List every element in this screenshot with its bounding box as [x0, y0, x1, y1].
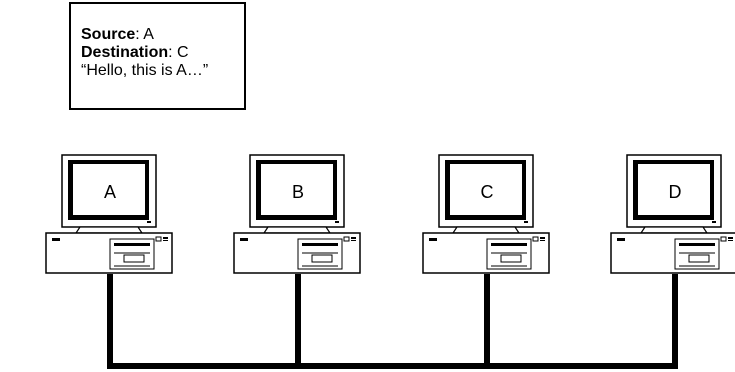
- button-icon: [163, 240, 168, 241]
- computer-b: B: [233, 154, 361, 274]
- source-line: Source: A: [81, 26, 244, 44]
- monitor-stand: [639, 226, 709, 234]
- floppy-slot-icon: [679, 243, 715, 246]
- cd-drive-icon: [311, 254, 333, 263]
- destination-label: Destination: [81, 44, 169, 61]
- power-light-icon: [712, 221, 716, 223]
- computer-c: C: [422, 154, 550, 274]
- indicator-icon: [429, 238, 437, 241]
- network-bus: [107, 274, 678, 369]
- button-icon: [540, 240, 545, 241]
- button-icon: [343, 236, 350, 242]
- button-icon: [728, 240, 733, 241]
- computer-d: D: [610, 154, 735, 274]
- destination-value: : C: [168, 44, 189, 61]
- cd-drive-icon: [500, 254, 522, 263]
- message-body: “Hello, this is A…”: [81, 62, 209, 79]
- monitor-screen: [261, 164, 333, 215]
- button-icon: [720, 236, 727, 242]
- computer-label: B: [292, 182, 304, 202]
- floppy-slot-icon: [114, 243, 150, 246]
- power-light-icon: [524, 221, 528, 223]
- monitor-screen: [73, 164, 145, 215]
- button-icon: [155, 236, 162, 242]
- monitor-screen: [638, 164, 710, 215]
- button-icon: [728, 237, 733, 239]
- indicator-icon: [52, 238, 60, 241]
- button-icon: [163, 237, 168, 239]
- indicator-icon: [617, 238, 625, 241]
- message-box: Source: A Destination: C “Hello, this is…: [69, 2, 246, 110]
- monitor-stand: [74, 226, 144, 234]
- source-value: : A: [135, 26, 154, 43]
- destination-line: Destination: C: [81, 44, 244, 62]
- cd-drive-icon: [123, 254, 145, 263]
- computer-a: A: [45, 154, 173, 274]
- computer-label: C: [481, 182, 494, 202]
- monitor-screen: [450, 164, 522, 215]
- computer-label: A: [104, 182, 116, 202]
- indicator-icon: [240, 238, 248, 241]
- cd-drive-icon: [688, 254, 710, 263]
- button-icon: [351, 237, 356, 239]
- floppy-slot-icon: [491, 243, 527, 246]
- monitor-stand: [451, 226, 521, 234]
- power-light-icon: [147, 221, 151, 223]
- button-icon: [540, 237, 545, 239]
- power-light-icon: [335, 221, 339, 223]
- floppy-slot-icon: [302, 243, 338, 246]
- button-icon: [351, 240, 356, 241]
- source-label: Source: [81, 26, 136, 43]
- monitor-stand: [262, 226, 332, 234]
- computer-label: D: [669, 182, 682, 202]
- button-icon: [532, 236, 539, 242]
